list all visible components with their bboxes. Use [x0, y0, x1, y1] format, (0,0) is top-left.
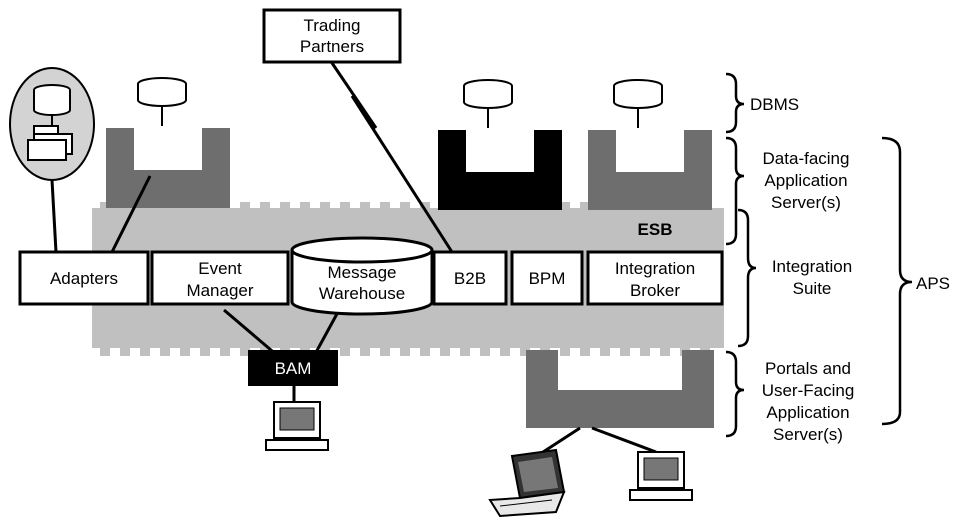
message-warehouse-line1: Message [328, 263, 397, 282]
bus-tick [400, 202, 410, 210]
bus-tick [100, 348, 110, 356]
bpm-label: BPM [529, 269, 566, 288]
bus-tick [360, 202, 370, 210]
connector-lines [50, 59, 657, 456]
integration-broker-line1: Integration [615, 259, 695, 278]
message-warehouse-line2: Warehouse [319, 284, 405, 303]
bus-tick [260, 202, 270, 210]
bus-tick [240, 202, 250, 210]
layer-label-portals-line4: Server(s) [773, 425, 843, 444]
bus-tick [340, 202, 350, 210]
bus-tick [360, 348, 370, 356]
layer-label-data-facing-line3: Server(s) [771, 193, 841, 212]
layer-braces [725, 72, 913, 438]
layer-label-portals-line1: Portals and [765, 359, 851, 378]
bam-box: BAM [248, 350, 338, 386]
bpm-box: BPM [510, 250, 584, 306]
data-facing-server-left [106, 128, 230, 208]
message-warehouse-cylinder: Message Warehouse [290, 236, 434, 316]
bus-tick [380, 202, 390, 210]
bus-tick [380, 348, 390, 356]
bus-tick [660, 348, 670, 356]
integration-broker-box: Integration Broker [586, 250, 724, 306]
bus-tick [460, 348, 470, 356]
adapters-label: Adapters [50, 269, 118, 288]
bus-tick [420, 202, 430, 210]
integration-broker-line2: Broker [630, 281, 680, 300]
bus-tick [100, 202, 110, 210]
layer-label-integration-suite-line1: Integration [772, 257, 852, 276]
b2b-label: B2B [454, 269, 486, 288]
bus-tick [620, 348, 630, 356]
legacy-system [9, 67, 95, 181]
bus-tick [600, 348, 610, 356]
database-icon [137, 77, 187, 126]
bus-tick [240, 348, 250, 356]
bus-tick [580, 202, 590, 210]
bus-tick [480, 348, 490, 356]
bam-label: BAM [275, 359, 312, 378]
bus-tick [160, 348, 170, 356]
bus-tick [440, 348, 450, 356]
bus-tick [340, 348, 350, 356]
adapters-box: Adapters [18, 250, 150, 306]
esb-label: ESB [638, 220, 673, 239]
bus-tick [560, 202, 570, 210]
data-facing-server-middle [438, 130, 562, 210]
layer-label-aps: APS [916, 274, 950, 293]
database-icon [33, 84, 71, 126]
bus-tick [580, 348, 590, 356]
bus-tick [140, 348, 150, 356]
terminal-icon [27, 125, 73, 161]
bus-tick [320, 202, 330, 210]
bus-tick [400, 348, 410, 356]
trading-partners-line2: Partners [300, 37, 364, 56]
layer-label-dbms: DBMS [750, 95, 799, 114]
database-icon [463, 79, 513, 128]
user-facing-server [526, 350, 714, 428]
layer-label-portals-line2: User-Facing [762, 381, 855, 400]
desktop-computer-icon [629, 451, 693, 501]
trading-partners-line1: Trading [303, 16, 360, 35]
event-manager-line2: Manager [186, 281, 253, 300]
bus-tick [500, 348, 510, 356]
data-facing-server-right [588, 130, 712, 210]
b2b-box: B2B [432, 250, 508, 306]
bus-tick [220, 348, 230, 356]
bus-tick [300, 202, 310, 210]
bus-tick [520, 348, 530, 356]
bus-tick [640, 348, 650, 356]
bus-tick [420, 348, 430, 356]
trading-partners-box: Trading Partners [262, 8, 402, 64]
layer-label-data-facing-line2: Application [764, 171, 847, 190]
laptop-icon [488, 448, 566, 518]
bus-tick [120, 348, 130, 356]
event-manager-line1: Event [198, 259, 242, 278]
layer-label-portals-line3: Application [766, 403, 849, 422]
database-icon [613, 79, 663, 128]
layer-label-integration-suite-line2: Suite [793, 279, 832, 298]
layer-label-data-facing-line1: Data-facing [763, 149, 850, 168]
desktop-computer-icon [265, 401, 329, 451]
bus-tick [280, 202, 290, 210]
bus-tick [200, 348, 210, 356]
event-manager-box: Event Manager [150, 250, 290, 306]
bus-tick [180, 348, 190, 356]
bus-tick [560, 348, 570, 356]
